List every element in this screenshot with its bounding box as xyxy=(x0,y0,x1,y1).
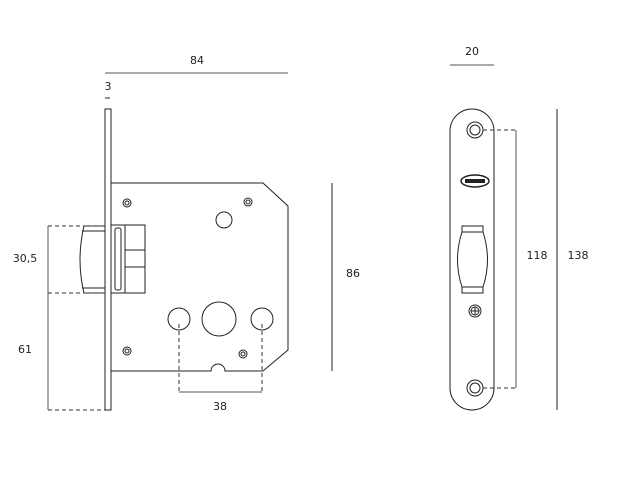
dimension-label-86: 86 xyxy=(346,267,360,280)
lock-body-view: 84 3 38 3 xyxy=(13,54,360,413)
latch-bolt xyxy=(79,224,146,294)
dimension-label-3: 3 xyxy=(105,80,112,93)
adjust-screw-icon xyxy=(468,304,482,318)
brand-logo xyxy=(460,174,490,188)
faceplate xyxy=(104,108,112,411)
fixing-hole-left xyxy=(167,307,191,331)
screw-icon xyxy=(122,197,253,359)
lock-case xyxy=(111,182,289,372)
dimension-label-84: 84 xyxy=(190,54,204,67)
dimension-label-118: 118 xyxy=(527,249,548,262)
strike-plate xyxy=(449,108,495,411)
strike-plate-view: 20 118 138 xyxy=(449,45,589,411)
dimension-label-20: 20 xyxy=(465,45,479,58)
screw-hole-icon xyxy=(466,121,484,397)
dimension-label-38: 38 xyxy=(213,400,227,413)
spindle-hole xyxy=(215,211,233,229)
fixing-hole-right xyxy=(250,307,274,331)
latch-opening xyxy=(457,225,488,294)
cylinder-hole xyxy=(201,301,237,337)
dimension-label-138: 138 xyxy=(568,249,589,262)
dimension-label-61: 61 xyxy=(18,343,32,356)
dimension-label-30-5: 30,5 xyxy=(13,252,38,265)
